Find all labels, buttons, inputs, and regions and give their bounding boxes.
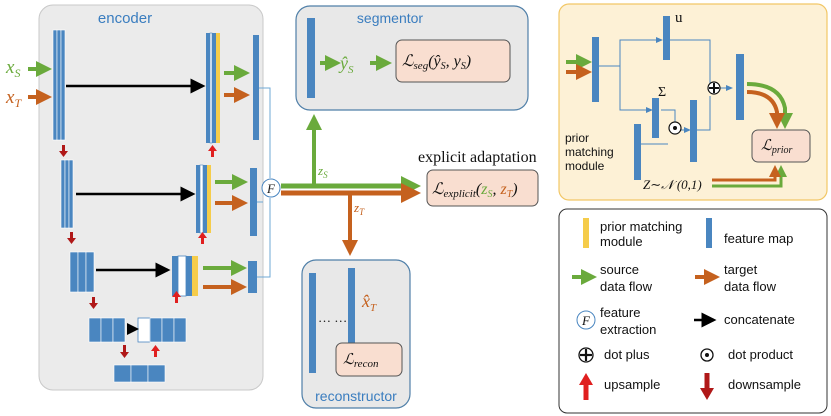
encoder-bottleneck-maps bbox=[113, 364, 166, 383]
legend-item-concatenate: concatenate bbox=[694, 312, 795, 328]
source-input-label: xS bbox=[5, 57, 20, 80]
prior-u-map bbox=[663, 16, 670, 60]
legend-item-upsample: upsample bbox=[579, 373, 660, 400]
recon-loss-text: ℒrecon bbox=[343, 352, 379, 370]
prior-output-map bbox=[736, 54, 744, 120]
prior-loss-box bbox=[751, 129, 811, 163]
recon-loss-box bbox=[335, 342, 403, 377]
segmentor-panel: segmentor ŷS ℒseg(ŷS, yS) bbox=[295, 5, 529, 111]
dot-product-node bbox=[668, 121, 682, 135]
prior-sigma-label: Σ bbox=[658, 85, 666, 100]
legend-item-source-flow: source data flow bbox=[572, 262, 653, 294]
svg-text:dot plus: dot plus bbox=[604, 347, 650, 362]
svg-text:dot product: dot product bbox=[728, 347, 793, 362]
encoder-output-maps bbox=[248, 35, 259, 293]
legend-item-feature-map: feature map bbox=[706, 218, 793, 248]
segmentor-prediction: ŷS bbox=[338, 53, 354, 76]
svg-text:prior: prior bbox=[565, 131, 589, 145]
encoder-title: encoder bbox=[98, 10, 152, 27]
svg-text:feature: feature bbox=[600, 305, 640, 320]
svg-text:ℒexplicit(zS, zT): ℒexplicit(zS, zT) bbox=[432, 181, 518, 200]
legend-item-dot-product: dot product bbox=[700, 347, 793, 362]
upsample-arrows bbox=[151, 145, 217, 357]
downsample-arrows bbox=[59, 145, 129, 358]
reconstructor-left-map bbox=[309, 273, 316, 373]
prior-z-distribution: Z∼𝒩 (0,1) bbox=[643, 177, 702, 192]
reconstructor-right-map bbox=[348, 268, 355, 373]
legend-item-prior-matching: prior matching module bbox=[583, 218, 682, 249]
dot-plus-node bbox=[707, 81, 721, 95]
encoder-level2-left-maps bbox=[60, 159, 74, 229]
svg-text:F: F bbox=[581, 313, 591, 328]
svg-text:xT: xT bbox=[5, 87, 22, 110]
reconstructor-prediction: x̂T bbox=[361, 291, 377, 314]
prior-input-map bbox=[592, 37, 599, 102]
svg-text:data flow: data flow bbox=[600, 279, 653, 294]
prior-loss-text: ℒprior bbox=[761, 138, 792, 156]
feature-extraction-node: F bbox=[261, 178, 281, 198]
z-s-label: zS bbox=[317, 163, 328, 180]
encoder-panel: encoder bbox=[38, 4, 264, 391]
encoder-level1-right-maps bbox=[206, 32, 220, 144]
svg-text:upsample: upsample bbox=[604, 377, 660, 392]
legend-panel: prior matching module feature map source… bbox=[558, 208, 828, 414]
explicit-loss-box: ℒexplicit(zS, zT) bbox=[426, 169, 539, 207]
seg-loss-box bbox=[395, 39, 511, 83]
prior-product-map bbox=[690, 100, 697, 162]
svg-text:concatenate: concatenate bbox=[724, 312, 795, 327]
feature-extraction-connectors bbox=[257, 87, 271, 278]
prior-sigma-map bbox=[652, 98, 659, 138]
svg-text:extraction: extraction bbox=[600, 322, 656, 337]
legend-item-dot-plus: dot plus bbox=[578, 347, 650, 363]
seg-loss-text: ℒseg(ŷS, yS) bbox=[402, 53, 471, 72]
explicit-adaptation-title: explicit adaptation bbox=[418, 149, 537, 166]
z-t-label: zT bbox=[353, 200, 365, 217]
reconstructor-panel: … … x̂T ℒrecon reconstructor bbox=[301, 259, 411, 409]
reconstructor-ellipsis: … … bbox=[318, 310, 347, 325]
segmentor-feature-map bbox=[307, 18, 315, 98]
svg-text:source: source bbox=[600, 262, 639, 277]
legend-item-feature-extraction: F feature extraction bbox=[576, 305, 656, 337]
encoder-output-flows bbox=[203, 65, 250, 295]
svg-text:F: F bbox=[266, 181, 276, 196]
svg-text:prior matching: prior matching bbox=[600, 219, 682, 234]
svg-text:feature map: feature map bbox=[724, 231, 793, 246]
reconstructor-title: reconstructor bbox=[315, 388, 397, 404]
svg-text:module: module bbox=[600, 234, 643, 249]
segmentor-title: segmentor bbox=[357, 10, 423, 26]
encoder-level2-right-maps bbox=[196, 164, 211, 234]
legend-item-downsample: downsample bbox=[700, 373, 801, 400]
target-input-label: xT bbox=[5, 87, 22, 110]
prior-caption: prior matching module bbox=[565, 131, 614, 173]
encoder-level1-left-maps bbox=[52, 29, 66, 141]
encoder-level3-left-maps bbox=[69, 251, 95, 293]
legend-item-target-flow: target data flow bbox=[695, 262, 777, 294]
svg-text:data flow: data flow bbox=[724, 279, 777, 294]
encoder-level4-maps bbox=[88, 317, 187, 343]
svg-text:xS: xS bbox=[5, 57, 20, 80]
svg-text:target: target bbox=[724, 262, 758, 277]
svg-text:downsample: downsample bbox=[728, 377, 801, 392]
svg-text:matching: matching bbox=[565, 145, 614, 159]
prior-z-map bbox=[634, 124, 641, 180]
prior-u-label: u bbox=[675, 10, 683, 26]
svg-text:module: module bbox=[565, 159, 605, 173]
prior-matching-panel: u Σ prior matching module Z∼𝒩 (0,1) ℒpri… bbox=[558, 3, 828, 201]
encoder-level3-right-maps bbox=[172, 255, 198, 297]
